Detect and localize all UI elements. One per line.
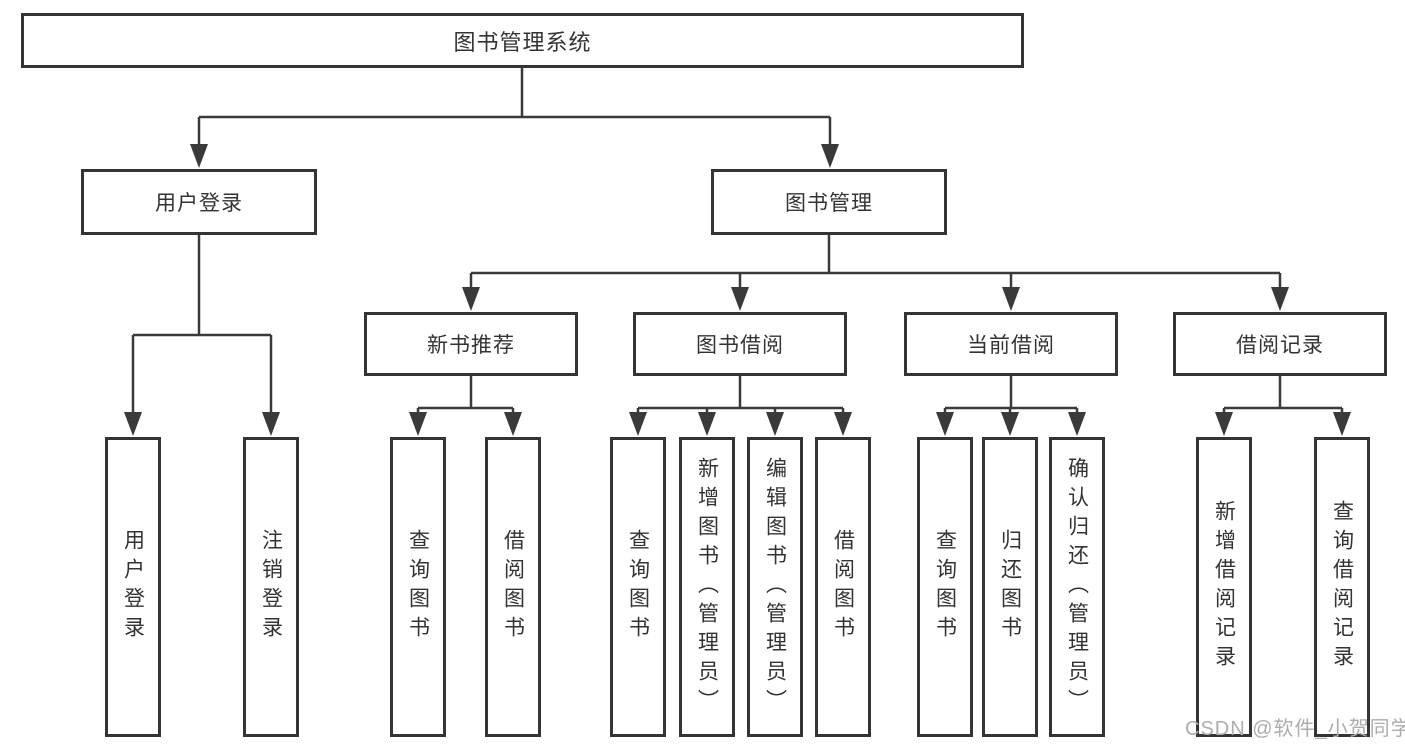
node-label: 查询借阅记录 (1330, 500, 1354, 674)
node-label: 查询图书 (626, 529, 650, 645)
leaf-logout: 注销登录 (243, 437, 299, 737)
node-label: 查询图书 (406, 529, 430, 645)
node-label: 新增借阅记录 (1212, 500, 1236, 674)
leaf-query-borrow-record: 查询借阅记录 (1314, 437, 1370, 737)
node-label: 图书借阅 (696, 334, 784, 357)
leaf-confirm-return-admin: 确认归还（管理员） (1049, 437, 1105, 737)
node-label: 图书管理 (785, 192, 873, 215)
leaf-query-book-recommend: 查询图书 (390, 437, 446, 737)
node-label: 借阅图书 (501, 529, 525, 645)
node-user-login: 用户登录 (81, 169, 317, 235)
node-label: 新增图书（管理员） (695, 456, 719, 718)
node-current-borrow: 当前借阅 (904, 312, 1118, 376)
node-borrow-record: 借阅记录 (1173, 312, 1387, 376)
leaf-query-book-current: 查询图书 (917, 437, 973, 737)
csdn-watermark: CSDN @软件_小贺同学 (1185, 718, 1405, 740)
leaf-return-book: 归还图书 (982, 437, 1038, 737)
node-root-library-system: 图书管理系统 (21, 13, 1024, 68)
leaf-edit-book-admin: 编辑图书（管理员） (747, 437, 803, 737)
node-new-book-recommend: 新书推荐 (364, 312, 578, 376)
node-book-management: 图书管理 (711, 169, 947, 235)
node-book-borrow: 图书借阅 (633, 312, 847, 376)
node-label: 借阅图书 (831, 529, 855, 645)
leaf-query-book-borrow: 查询图书 (610, 437, 666, 737)
node-label: 借阅记录 (1236, 334, 1324, 357)
node-label: 图书管理系统 (453, 29, 592, 55)
leaf-user-login: 用户登录 (105, 437, 161, 737)
leaf-add-book-admin: 新增图书（管理员） (679, 437, 735, 737)
leaf-borrow-book-recommend: 借阅图书 (485, 437, 541, 737)
node-label: 注销登录 (259, 529, 283, 645)
node-label: 新书推荐 (427, 334, 515, 357)
node-label: 编辑图书（管理员） (763, 456, 787, 718)
node-label: 查询图书 (933, 529, 957, 645)
node-label: 用户登录 (121, 529, 145, 645)
node-label: 用户登录 (155, 192, 243, 215)
node-label: 归还图书 (998, 529, 1022, 645)
leaf-add-borrow-record: 新增借阅记录 (1196, 437, 1252, 737)
node-label: 确认归还（管理员） (1065, 456, 1089, 718)
leaf-borrow-book: 借阅图书 (815, 437, 871, 737)
node-label: 当前借阅 (967, 334, 1055, 357)
